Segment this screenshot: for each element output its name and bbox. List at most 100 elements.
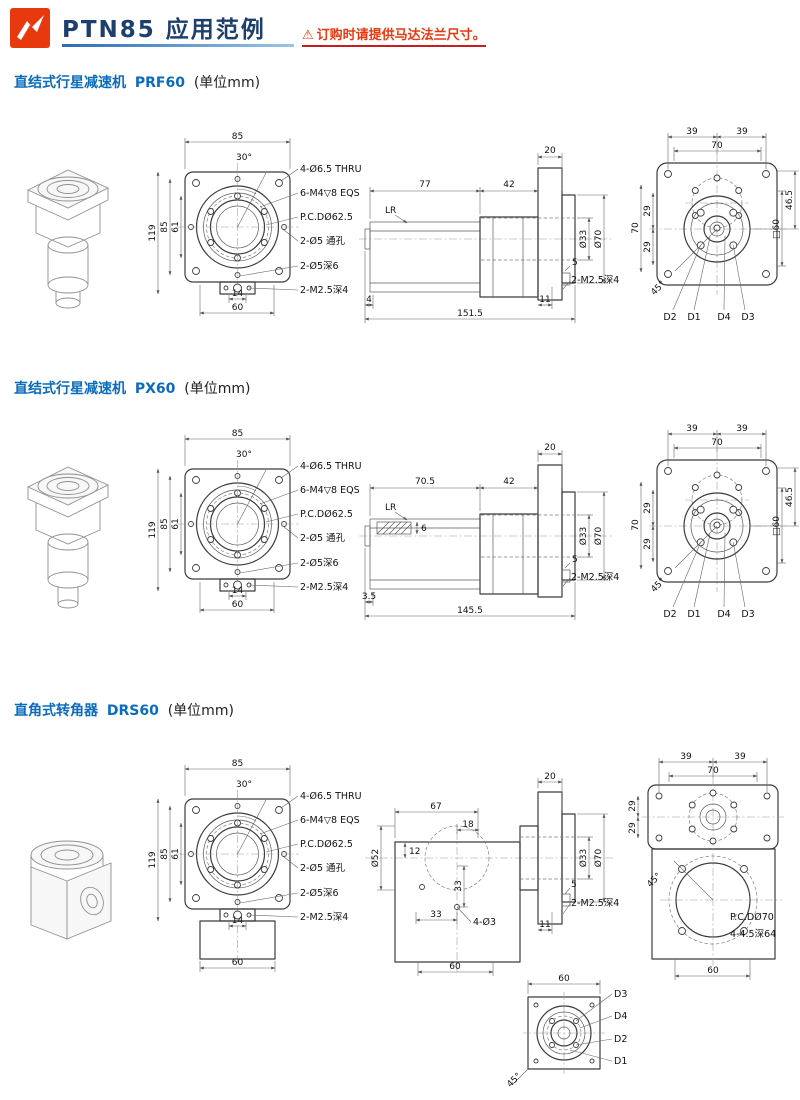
dim-height-119: 119 — [148, 224, 158, 241]
label-d1: D1 — [687, 609, 700, 620]
dim-bottom60: 60 — [707, 966, 719, 976]
callout-thru-holes: 4-Ø6.5 THRU — [300, 461, 362, 472]
dim-total-length: 151.5 — [457, 309, 483, 319]
callout-depth6: 2-Ø5深6 — [300, 888, 339, 899]
dim-height-61: 61 — [171, 221, 181, 232]
front-view: 85 30° 119 85 61 14 60 4-Ø6.5 THRU 6-M4▽… — [148, 759, 362, 972]
section-name: 直角式转角器 — [14, 703, 98, 719]
side-view: LR 6 70.5 42 20 Ø33 Ø70 5 2-M2.5深4 — [359, 443, 619, 620]
dim-70-left: 70 — [631, 519, 641, 531]
isometric-view — [30, 840, 112, 940]
dim-45deg: 45° — [649, 576, 667, 594]
rear-dimensions: 39 39 70 29 29 45° P.C.DØ70 4-4.5深64 60 — [628, 752, 776, 980]
callout-pcd: P.C.DØ62.5 — [300, 839, 353, 850]
callout-depth6: 2-Ø5深6 — [300, 261, 339, 272]
dim-total-length: 145.5 — [457, 606, 483, 616]
rear-dimensions: 39 39 70 70 29 29 □60 46.5 45° D2 D1 — [631, 424, 799, 620]
callout-rear-tap: 2-M2.5深4 — [571, 275, 619, 286]
front-dimensions: 85 30° 119 85 61 14 60 — [148, 132, 291, 316]
callout-m25: 2-M2.5深4 — [300, 912, 348, 923]
dim-bottom-width: 60 — [232, 958, 244, 968]
dim-height-119: 119 — [148, 851, 158, 868]
page-header: PTN85 应用范例 ⚠订购时请提供马达法兰尺寸。 — [10, 8, 790, 60]
callout-pcd: P.C.DØ62.5 — [300, 212, 353, 223]
front-callouts: 4-Ø6.5 THRU 6-M4▽8 EQS P.C.DØ62.5 2-Ø5 通… — [239, 164, 362, 296]
section-title-px60: 直结式行星减速机 PX60 (单位mm) — [14, 378, 251, 398]
label-d2: D2 — [663, 609, 676, 620]
dim-left-step: 3.5 — [362, 592, 376, 602]
dim-39b: 39 — [736, 424, 748, 434]
page-title: PTN85 应用范例 — [62, 17, 266, 43]
dim-dia52: Ø52 — [370, 849, 381, 868]
dim-29a: 29 — [643, 205, 653, 217]
warning-icon: ⚠ — [302, 28, 314, 43]
motor-outline — [364, 221, 481, 293]
dim-465: 46.5 — [785, 190, 795, 210]
callout-rear-tap: 2-M2.5深4 — [571, 898, 619, 909]
dim-39a: 39 — [686, 127, 698, 137]
dim-bore: Ø33 — [578, 527, 589, 546]
dim-top-width: 85 — [232, 759, 243, 769]
gearbox-outline — [479, 167, 576, 301]
dim-angle: 30° — [236, 450, 252, 460]
rear-dimensions: 39 39 70 70 29 29 □60 46.5 45° D2 D1 — [631, 127, 799, 323]
dim-39a: 39 — [686, 424, 698, 434]
brand-logo-icon — [10, 8, 50, 48]
title-underline — [62, 44, 294, 47]
dim-motor-length: 77 — [419, 180, 430, 190]
dim-top-width: 85 — [232, 132, 243, 142]
dim-angle: 30° — [236, 780, 252, 790]
callout-rear-tap: 2-M2.5深4 — [571, 572, 619, 583]
rear-view: 39 39 70 70 29 29 □60 46.5 45° D2 D1 — [631, 127, 799, 323]
dim-v33: 33 — [454, 880, 464, 891]
dim-height-119: 119 — [148, 521, 158, 538]
shaft-outline — [364, 518, 481, 590]
dim-45deg: 45° — [645, 871, 663, 889]
dim-70-top: 70 — [707, 766, 719, 776]
motor-label: LR — [385, 503, 396, 513]
prf60-drawing: 85 30° 119 85 61 14 60 4-Ø6.5 THRU 6-M4▽… — [26, 127, 799, 323]
callout-tapped-holes: 6-M4▽8 EQS — [300, 188, 360, 199]
dim-bore: Ø33 — [578, 230, 589, 249]
front-view: 85 30° 119 85 61 14 60 4-Ø6.5 THRU 6-M4▽… — [148, 429, 362, 613]
label-d3: D3 — [741, 609, 754, 620]
section-unit: (单位mm) — [193, 75, 261, 91]
callout-m25: 2-M2.5深4 — [300, 285, 348, 296]
label-d3: D3 — [614, 989, 627, 1000]
dim-base60: 60 — [449, 962, 461, 972]
dim-39a: 39 — [680, 752, 692, 762]
dim-height-61: 61 — [171, 518, 181, 529]
section-unit: (单位mm) — [184, 381, 251, 397]
dim-465: 46.5 — [785, 487, 795, 507]
dim-motor-length: 70.5 — [415, 477, 435, 487]
dim-29b: 29 — [643, 241, 653, 253]
dim-top-width: 85 — [232, 429, 243, 439]
front-dimensions: 85 30° 119 85 61 14 60 — [148, 429, 291, 613]
front-callouts: 4-Ø6.5 THRU 6-M4▽8 EQS P.C.DØ62.5 2-Ø5 通… — [239, 791, 362, 923]
dim-height-85: 85 — [160, 221, 170, 232]
dim-67: 67 — [430, 802, 441, 812]
dim-29a: 29 — [628, 800, 638, 812]
dim-pilot: Ø70 — [593, 526, 604, 545]
dim-flange-thk: 20 — [544, 772, 556, 782]
dim-gear-length: 42 — [503, 180, 514, 190]
motor-label: LR — [385, 206, 396, 216]
drs60-drawing: 85 30° 119 85 61 14 60 4-Ø6.5 THRU 6-M4▽… — [30, 752, 784, 1090]
label-d4: D4 — [614, 1011, 627, 1022]
callout-depth6: 2-Ø5深6 — [300, 558, 339, 569]
rear-view: 39 39 70 70 29 29 □60 46.5 45° D2 D1 — [631, 424, 799, 620]
dim-bottom-width: 60 — [232, 303, 244, 313]
callout-thru-holes: 4-Ø6.5 THRU — [300, 791, 362, 802]
dim-detail-45: 45° — [505, 1071, 523, 1089]
label-d2: D2 — [614, 1034, 627, 1045]
side-view: 67 18 12 Ø52 33 33 4-Ø3 11 60 20 — [365, 772, 619, 976]
dim-39b: 39 — [734, 752, 746, 762]
callout-rear-holes: 4-4.5深64 — [730, 929, 776, 940]
section-title-drs60: 直角式转角器 DRS60 (单位mm) — [14, 700, 234, 720]
side-view: LR 77 42 20 Ø33 Ø70 5 2-M2.5深4 4 — [359, 146, 619, 323]
label-d4: D4 — [717, 312, 730, 323]
dim-70-top: 70 — [711, 438, 723, 448]
side-dimensions: LR 77 42 20 Ø33 Ø70 5 2-M2.5深4 4 — [364, 146, 619, 323]
dim-tab-width: 14 — [232, 916, 244, 926]
label-d3: D3 — [741, 312, 754, 323]
